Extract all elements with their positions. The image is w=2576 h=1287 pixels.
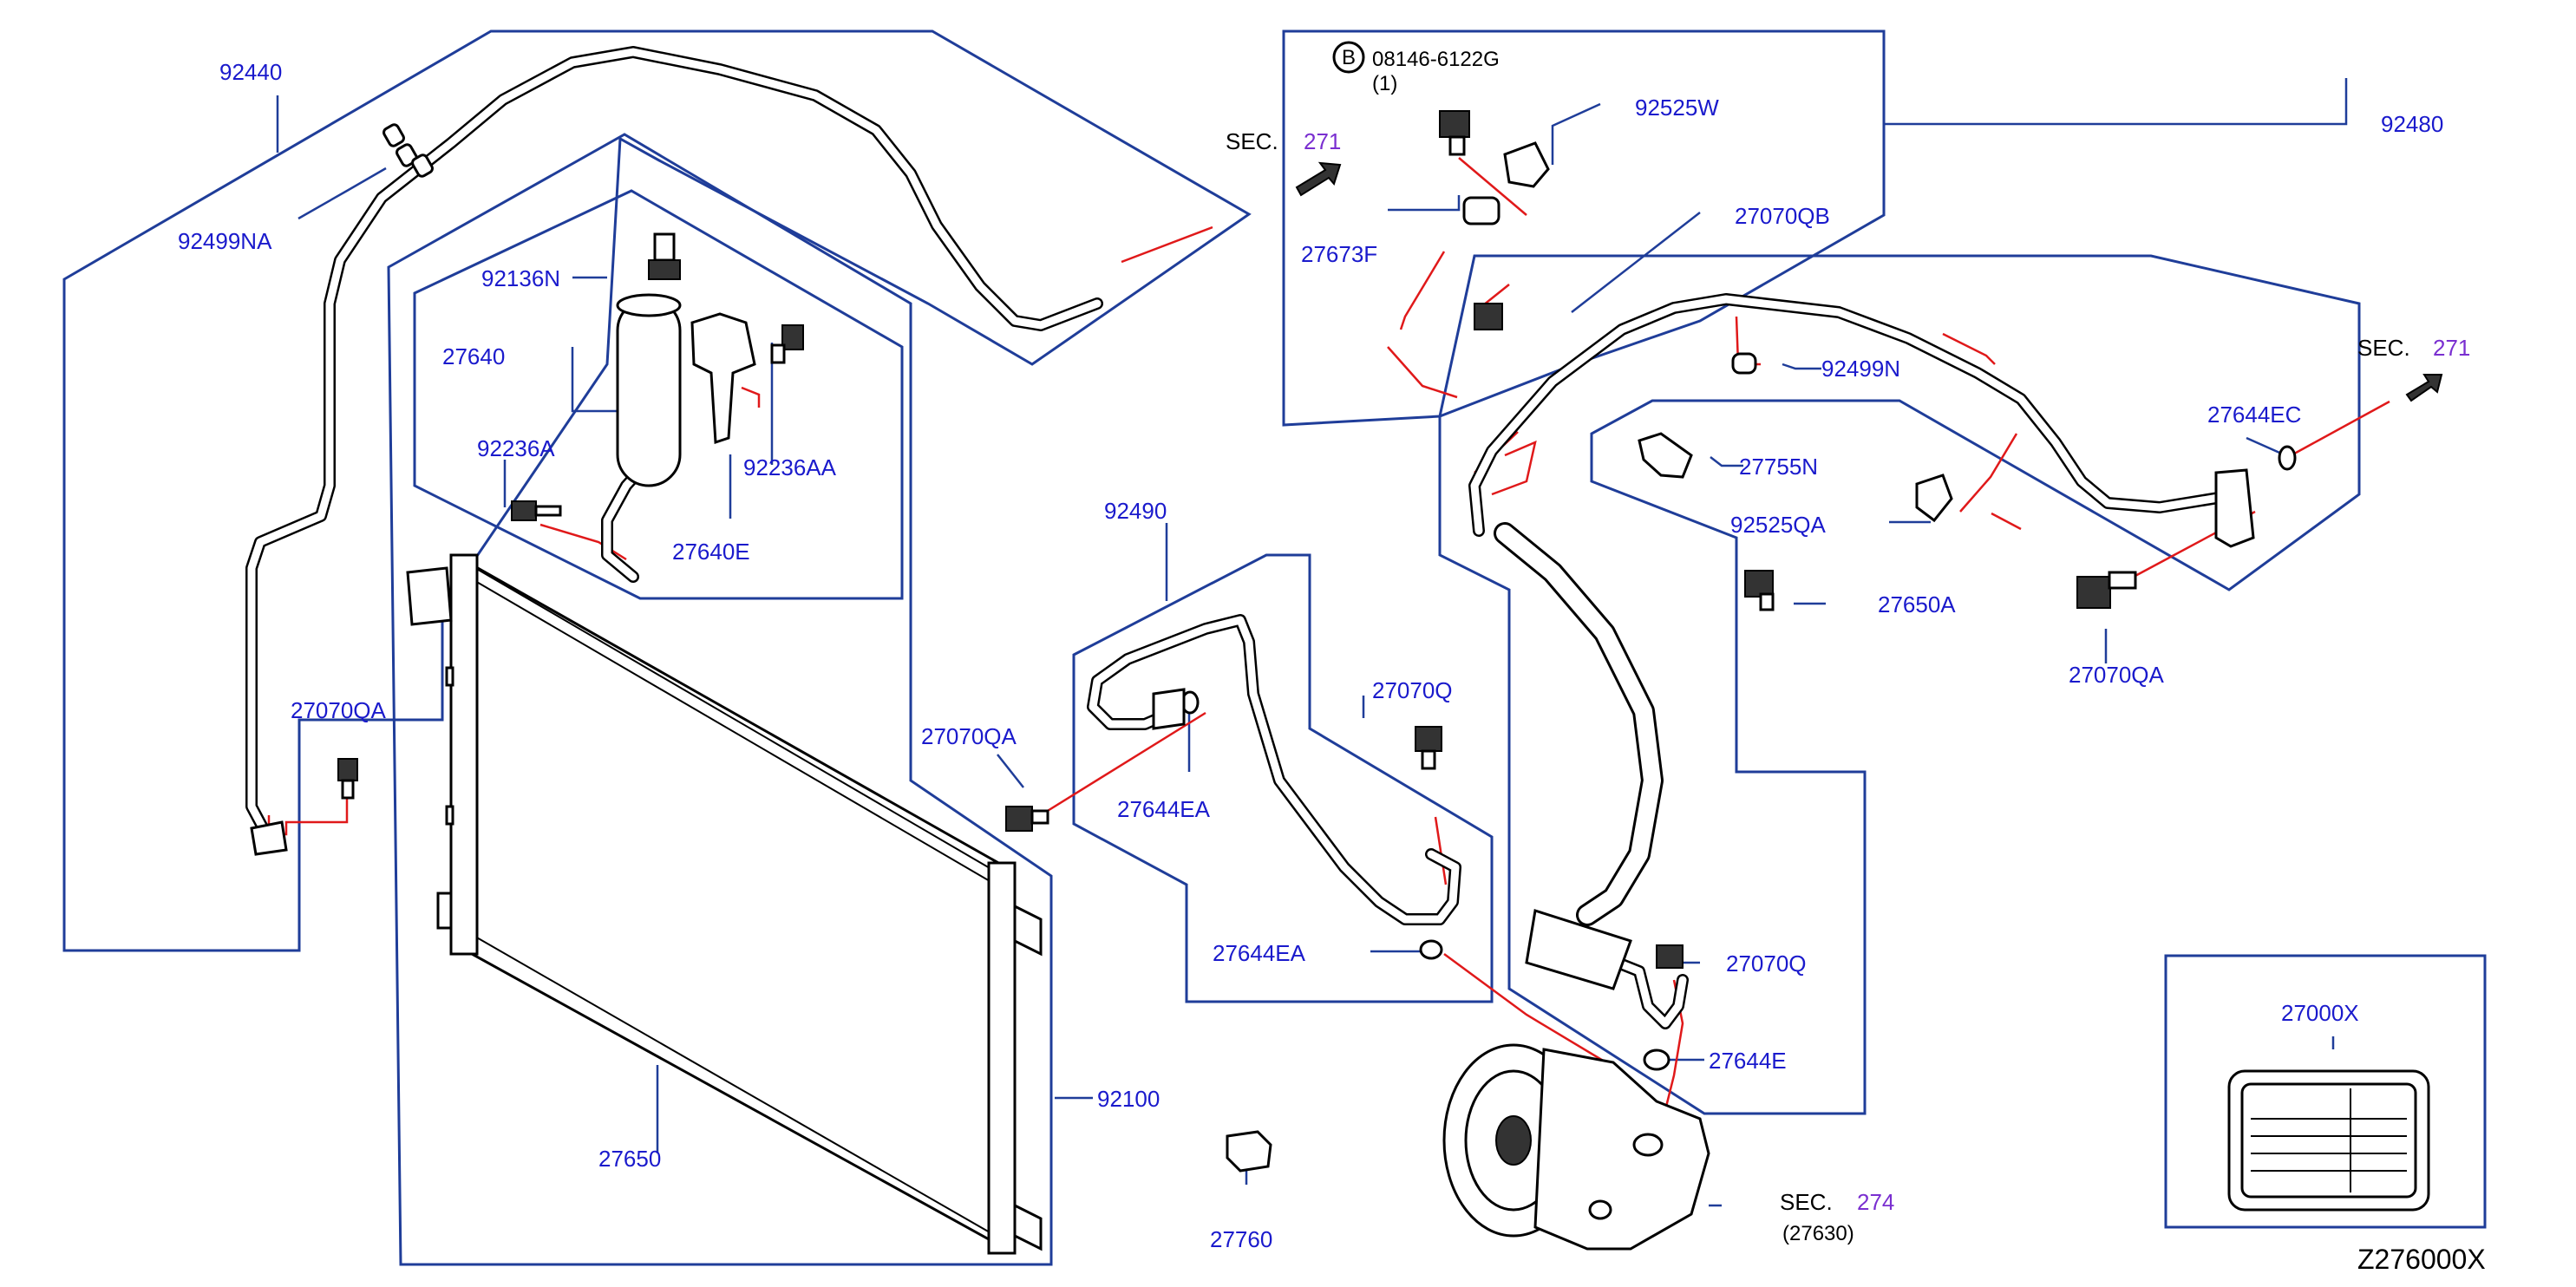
sensor-27755N: [1638, 432, 1693, 479]
label-92136N: 92136N: [481, 265, 560, 291]
label-92525W: 92525W: [1635, 95, 1719, 121]
label-27640: 27640: [442, 343, 505, 369]
pressure-switch-92136N: [648, 232, 681, 280]
cap-92499NA-3: [411, 154, 434, 178]
condenser-left-tank: [449, 553, 479, 956]
label-92100: 92100: [1097, 1086, 1160, 1112]
label-92525QA: 92525QA: [1730, 512, 1827, 538]
label-27070Q-low: 27070Q: [1726, 951, 1807, 977]
group-outline-92490: [1072, 553, 1494, 1003]
bolt-27070Q-low: [1656, 944, 1684, 969]
label-27070QA-right: 27070QA: [2069, 662, 2165, 688]
sec-ref-left-prefix: SEC.: [1226, 128, 1278, 154]
label-27644EA-low: 27644EA: [1213, 940, 1306, 966]
compressor-27630: [1442, 1043, 1710, 1251]
flange-92490: [1152, 688, 1186, 730]
bolt-92236A: [511, 500, 562, 521]
sec-ref-compressor-sub: (27630): [1782, 1222, 1854, 1245]
bolt-08146: [1439, 110, 1470, 156]
group-outline-27000X: [2164, 954, 2487, 1229]
sec-ref-compressor-prefix: SEC.: [1780, 1189, 1833, 1215]
cap-92499NA-1: [382, 123, 405, 147]
label-27000X: 27000X: [2281, 1000, 2359, 1026]
label-27760: 27760: [1210, 1226, 1272, 1252]
group-outline-27640: [413, 189, 904, 600]
cap-27673F: [1462, 196, 1500, 225]
drier-bracket: [690, 312, 756, 445]
label-27070QA-mid: 27070QA: [921, 723, 1017, 749]
pipe-92480: [1468, 293, 2235, 537]
bolt-note-letter: B: [1342, 46, 1356, 69]
arrow-sec-271-left: [1295, 161, 1342, 197]
bolt-27070QA-left: [337, 758, 358, 800]
bolt-note-circle: [1332, 41, 1365, 74]
receiver-drier-27640: [616, 293, 682, 487]
section-references: SEC. 271 SEC. 271 SEC. 274 (27630): [1226, 128, 2470, 1245]
muffler-92480: [1525, 909, 1632, 990]
diagram-code: Z276000X: [2357, 1244, 2486, 1275]
group-outline-92100: [387, 133, 1053, 1266]
label-27673F: 27673F: [1301, 241, 1377, 267]
fitting-92440-end: [250, 820, 288, 856]
parts: [250, 41, 2443, 1255]
bolt-note-quantity: (1): [1372, 72, 1397, 95]
label-92440: 92440: [219, 59, 282, 85]
group-outline-92440: [62, 29, 1252, 952]
bolt-27070QA-right: [2076, 571, 2137, 609]
flange-92480: [2214, 468, 2255, 548]
label-92499NA: 92499NA: [178, 228, 272, 254]
group-outline-92480: [1282, 29, 1886, 427]
bolt-27070Q-top: [1415, 726, 1442, 770]
part-labels: 92440 92499NA 92136N 27640 92236A 92236A…: [178, 59, 2443, 1252]
bolt-note: B 08146-6122G (1): [1342, 46, 1500, 95]
label-27650: 27650: [598, 1146, 661, 1172]
sec-ref-compressor-number: 274: [1857, 1189, 1894, 1215]
bolt-27650A: [1744, 570, 1775, 611]
group-outline-92480-hose: [1438, 254, 2361, 1115]
bolt-92236AA: [770, 324, 804, 364]
o-ring-27644E: [1643, 1049, 1670, 1071]
label-92499N: 92499N: [1821, 356, 1900, 382]
sec-ref-right-prefix: SEC.: [2357, 335, 2410, 361]
cap-92499N: [1731, 352, 1757, 375]
label-92236AA: 92236AA: [743, 454, 837, 480]
label-92236A: 92236A: [477, 435, 555, 461]
group-outlines: [62, 29, 2487, 1266]
clip-92525QA: [1915, 474, 1953, 523]
bolt-27070QB: [1474, 303, 1503, 330]
pipes: [245, 46, 2235, 1029]
label-27650A: 27650A: [1878, 591, 1956, 617]
label-27070QA-left: 27070QA: [291, 697, 387, 723]
label-92480: 92480: [2381, 111, 2443, 137]
label-27755N: 27755N: [1739, 454, 1818, 480]
clip-27760: [1226, 1130, 1272, 1173]
bolt-note-part-number: 08146-6122G: [1372, 48, 1500, 71]
label-92490: 92490: [1104, 498, 1167, 524]
condenser-right-tank: [987, 861, 1017, 1255]
condenser-27650: [406, 553, 1043, 1255]
label-27644EC: 27644EC: [2207, 402, 2301, 428]
o-ring-27644EC: [2278, 445, 2297, 471]
clip-92525W: [1503, 141, 1550, 188]
sec-ref-left-number: 271: [1304, 128, 1341, 154]
sec-ref-right-number: 271: [2433, 335, 2470, 361]
arrow-sec-271-right: [2405, 374, 2443, 402]
label-27644E: 27644E: [1709, 1048, 1787, 1074]
o-ring-27644EA-low: [1419, 939, 1443, 960]
label-27070Q-top: 27070Q: [1372, 677, 1453, 703]
label-plate-27000X: [2227, 1069, 2430, 1212]
label-27070QB: 27070QB: [1735, 203, 1830, 229]
label-27640E: 27640E: [672, 539, 750, 565]
bolt-27070QA-mid: [1005, 806, 1049, 832]
label-27644EA-top: 27644EA: [1117, 796, 1211, 822]
